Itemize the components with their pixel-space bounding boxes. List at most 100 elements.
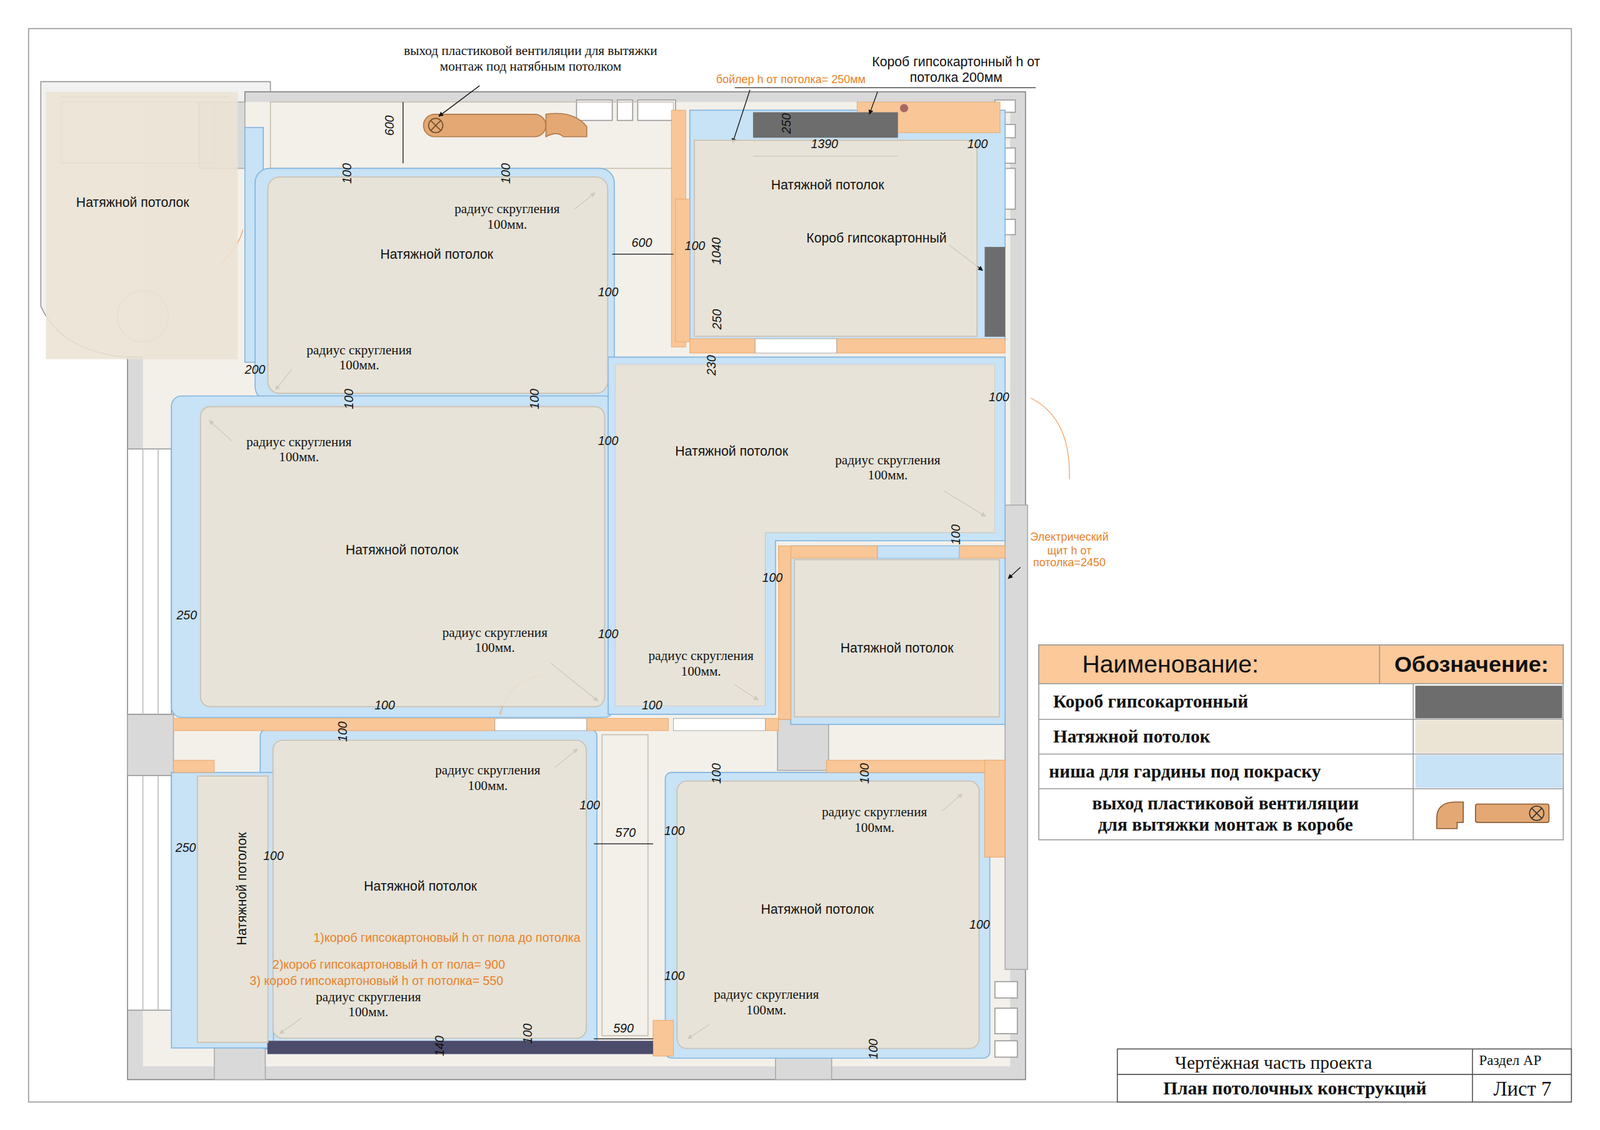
plan-circle [1529,806,1544,821]
plan-rect [755,338,837,354]
plan-rect [127,714,174,776]
dimension-label: 100 [684,240,705,255]
dimension-label: 100 [263,850,284,865]
annotation-text: Короб гипсокартонный h от потолка 200мм [866,55,1046,86]
plan-rect [173,760,215,773]
plan-line [735,87,1037,89]
plan-rect [423,114,547,137]
plan-rect [665,772,990,1059]
dimension-label: 1390 [810,138,839,153]
plan-rect [143,101,1011,1067]
dimension-label: 1040 [710,237,725,265]
annotation-text: 2)короб гипсокартоновый h от пола= 900 [272,958,505,973]
plan-rect [270,101,674,169]
dimension-label: 230 [705,355,720,376]
radius-note: радиус скругления 100мм. [426,763,549,794]
ceiling-zone: Натяжной потолок [196,775,269,1044]
zone-label: Натяжной потолок [235,832,250,946]
plan-line [1008,567,1021,579]
dimension-label: 100 [340,163,355,184]
zone-label: Натяжной потолок [675,444,789,460]
dimension-label: 100 [598,285,619,300]
plan-rect [260,729,597,1049]
plan-rect [690,110,1005,341]
plan-rect [985,760,1006,857]
plan-rect [995,981,1018,999]
plan-line [1471,1048,1474,1102]
radius-note: радиус скругления 100мм. [705,988,828,1019]
plan-line [593,1038,654,1039]
legend-text: Короб гипсокартонный [1053,691,1249,713]
annotation-text: Наименование: [1081,650,1259,679]
plan-rect [127,775,172,1011]
plan-line [1412,683,1414,840]
plan-line [732,90,750,144]
legend-swatch [1415,685,1562,719]
plan-rect [753,112,899,139]
annotation-text: Чертёжная часть проекта [1175,1052,1372,1074]
plan-circle [428,118,444,133]
plan-rect [1005,505,1028,970]
plan-line [157,448,159,714]
ceiling-zone: Натяжной потолок [676,780,980,1049]
dimension-label: 100 [664,824,685,839]
ceiling-zone: Натяжной потолок [200,406,605,708]
dimension-label: 590 [613,1022,634,1037]
plan-line [142,448,144,714]
legend-text: выход пластиковой вентиляции для вытяжки… [1080,793,1371,836]
plan-line [142,775,144,1011]
zone-label: Натяжной потолок [363,879,477,895]
dimension-label: 250 [780,113,795,134]
annotation-text: Короб гипсокартонный [806,231,947,247]
zone-label: Натяжной потолок [771,178,885,194]
plan-line [402,101,404,164]
radius-note: радиус скругления 100мм. [433,625,557,657]
dimension-label: 100 [528,388,544,410]
dimension-label: 100 [598,435,619,450]
dimension-label: 100 [988,390,1010,405]
dimension-label: 140 [433,1035,449,1057]
plan-rect [1475,804,1550,823]
plan-rect [836,338,1005,354]
dimension-label: 100 [664,969,685,984]
plan-rect [995,1008,1018,1034]
annotation-text: Раздел АР [1479,1053,1542,1070]
dimension-label: 100 [579,799,600,814]
plan-line [593,843,654,845]
plan-rect [28,28,1572,1103]
plan-rect [267,1040,654,1054]
zone-label: Натяжной потолок [760,902,874,918]
ceiling-zone: Натяжной потолок [793,559,1000,718]
dimension-label: 570 [615,826,636,842]
dimension-label: 100 [641,699,663,714]
dimension-label: 100 [858,763,873,784]
plan-line [1379,645,1381,684]
legend-text: Натяжной потолок [1053,726,1211,748]
plan-path [127,91,1026,1080]
plan-line [1117,1073,1572,1075]
plan-line [1038,753,1564,755]
plan-rect [765,718,779,731]
plan-rect [877,545,960,559]
plan-rect [586,718,669,731]
plan-rect [959,545,1005,559]
radius-note: радиус скругления 100мм. [237,435,360,466]
plan-rect [495,718,587,731]
plan-line [1038,788,1564,790]
plan-rect [601,735,648,1037]
dimension-label: 600 [631,236,653,252]
radius-note: радиус скругления 100мм. [445,201,569,233]
plan-circle [900,104,909,113]
plan-rect [1117,1048,1572,1102]
plan-rect [673,718,766,731]
plan-line [869,91,878,115]
dimension-label: 200 [245,363,266,378]
plan-rect [171,772,274,1049]
plan-line [438,85,480,117]
plan-rect [637,100,675,121]
plan-rect [653,1020,674,1057]
dimension-label: 600 [383,115,399,136]
plan-rect [171,395,615,717]
zone-label: Натяжной потолок [345,543,459,559]
